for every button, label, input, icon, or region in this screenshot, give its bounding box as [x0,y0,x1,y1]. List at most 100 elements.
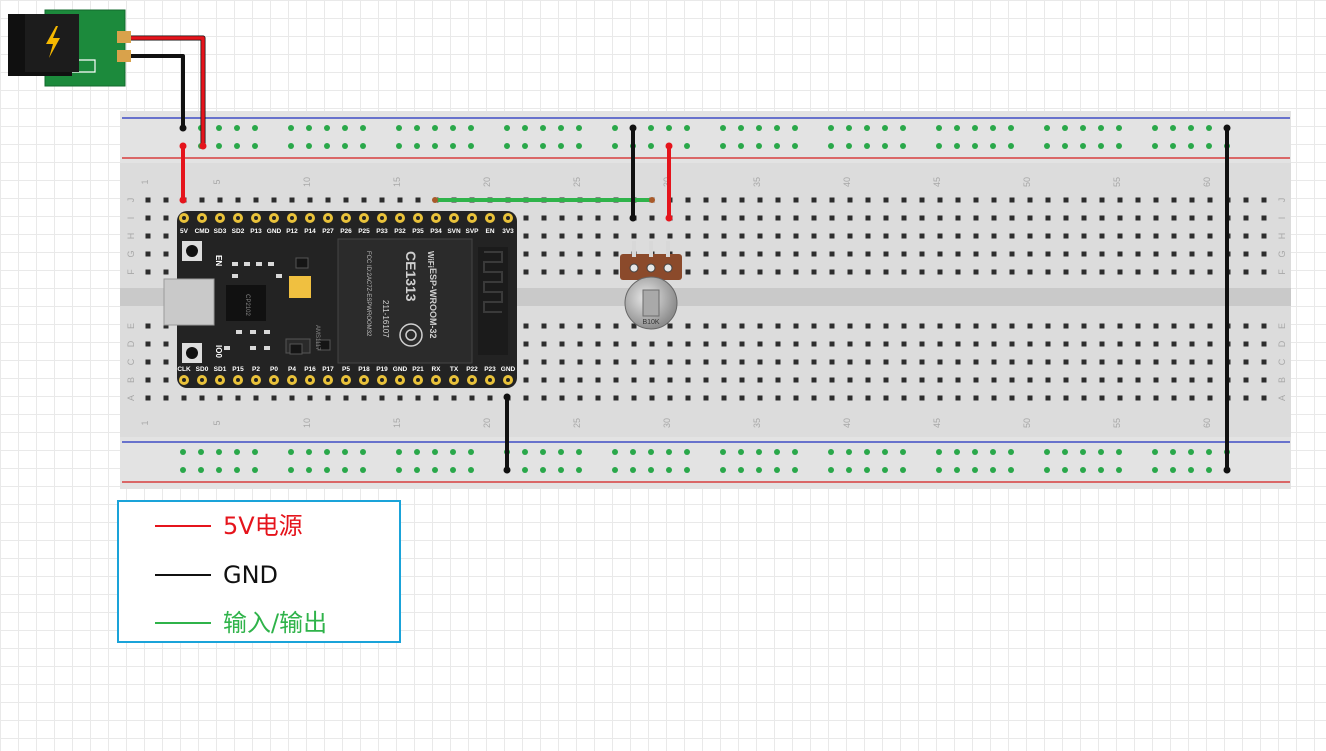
column-number: 35 [752,418,762,428]
rail-hole [306,449,312,455]
breadboard-hole [163,233,169,239]
breadboard-hole [829,269,835,275]
breadboard-hole [235,197,241,203]
breadboard-hole [523,377,529,383]
module-wifi-text: WiFi [426,251,435,268]
rail-hole [1008,467,1014,473]
breadboard-hole [721,251,727,257]
breadboard-hole [631,395,637,401]
breadboard-hole [199,395,205,401]
rail-hole [468,449,474,455]
jack-ground-wire[interactable] [128,54,185,128]
breadboard-hole [883,215,889,221]
breadboard-hole [991,233,997,239]
breadboard-hole [253,395,259,401]
breadboard-hole [991,269,997,275]
rail-hole [882,143,888,149]
breadboard-hole [1117,251,1123,257]
wire-end-dots [179,124,1231,474]
breadboard-hole [1207,341,1213,347]
rail-hole [180,467,186,473]
breadboard-hole [775,197,781,203]
breadboard-hole [1045,197,1051,203]
rail-hole [756,467,762,473]
breadboard-hole [1063,395,1069,401]
breadboard-hole [919,377,925,383]
en-button-cap[interactable] [186,245,198,257]
row-letter: J [126,198,136,203]
usb-chip-label: CP2102 [244,294,250,316]
rail-hole [288,449,294,455]
bottom-power-rail [120,437,1291,489]
jack-power-wire[interactable] [128,36,205,146]
pot-shaft[interactable] [642,289,660,317]
rail-hole [558,467,564,473]
breadboard-hole [685,359,691,365]
breadboard-hole [739,341,745,347]
breadboard-hole [1099,377,1105,383]
breadboard-hole [1117,377,1123,383]
breadboard-hole [1063,323,1069,329]
rail-hole [954,467,960,473]
wire-end [665,142,673,150]
breadboard-hole [757,269,763,275]
breadboard-hole [775,233,781,239]
breadboard-hole [1117,359,1123,365]
breadboard-hole [865,269,871,275]
wire-end [629,214,637,222]
row-letter: I [126,217,136,220]
breadboard-hole [811,251,817,257]
breadboard-hole [1027,251,1033,257]
breadboard-hole [937,197,943,203]
breadboard-hole [1153,251,1159,257]
breadboard-hole [685,197,691,203]
rail-hole [468,143,474,149]
breadboard-hole [649,215,655,221]
esp32-pin-label: P0 [270,366,278,373]
breadboard-hole [973,359,979,365]
breadboard-hole [595,269,601,275]
pot-terminal-middle [646,263,656,273]
breadboard-hole [901,269,907,275]
breadboard-hole [847,233,853,239]
io0-button-cap[interactable] [186,347,198,359]
breadboard-hole [829,323,835,329]
breadboard-hole [667,341,673,347]
row-letter: J [1277,198,1287,203]
breadboard-hole [1045,251,1051,257]
breadboard-hole [1063,233,1069,239]
breadboard-hole [919,323,925,329]
rail-hole [216,143,222,149]
breadboard-hole [523,395,529,401]
breadboard-hole [811,197,817,203]
breadboard-hole [163,377,169,383]
smd-component [276,274,282,278]
rail-hole [612,125,618,131]
rail-hole [756,125,762,131]
breadboard-hole [703,215,709,221]
rail-hole [1008,449,1014,455]
breadboard-hole [1261,377,1267,383]
rail-hole [1206,467,1212,473]
breadboard-hole [1099,359,1105,365]
breadboard-hole [163,215,169,221]
breadboard-hole [865,341,871,347]
rail-hole [522,449,528,455]
rail-hole [324,467,330,473]
smd-component [268,262,274,266]
breadboard-hole [847,341,853,347]
module-fcc-text: FCC ID:2AC7Z-ESPWROOM32 [365,251,371,337]
breadboard-hole [1207,215,1213,221]
breadboard-hole [721,359,727,365]
breadboard-hole [541,215,547,221]
breadboard-hole [343,197,349,203]
rail-hole [234,143,240,149]
breadboard-hole [1189,215,1195,221]
breadboard-hole [1081,323,1087,329]
rail-hole [900,449,906,455]
rail-hole [882,467,888,473]
breadboard-hole [1027,341,1033,347]
breadboard-hole [217,395,223,401]
breadboard-hole [847,323,853,329]
breadboard-hole [919,197,925,203]
